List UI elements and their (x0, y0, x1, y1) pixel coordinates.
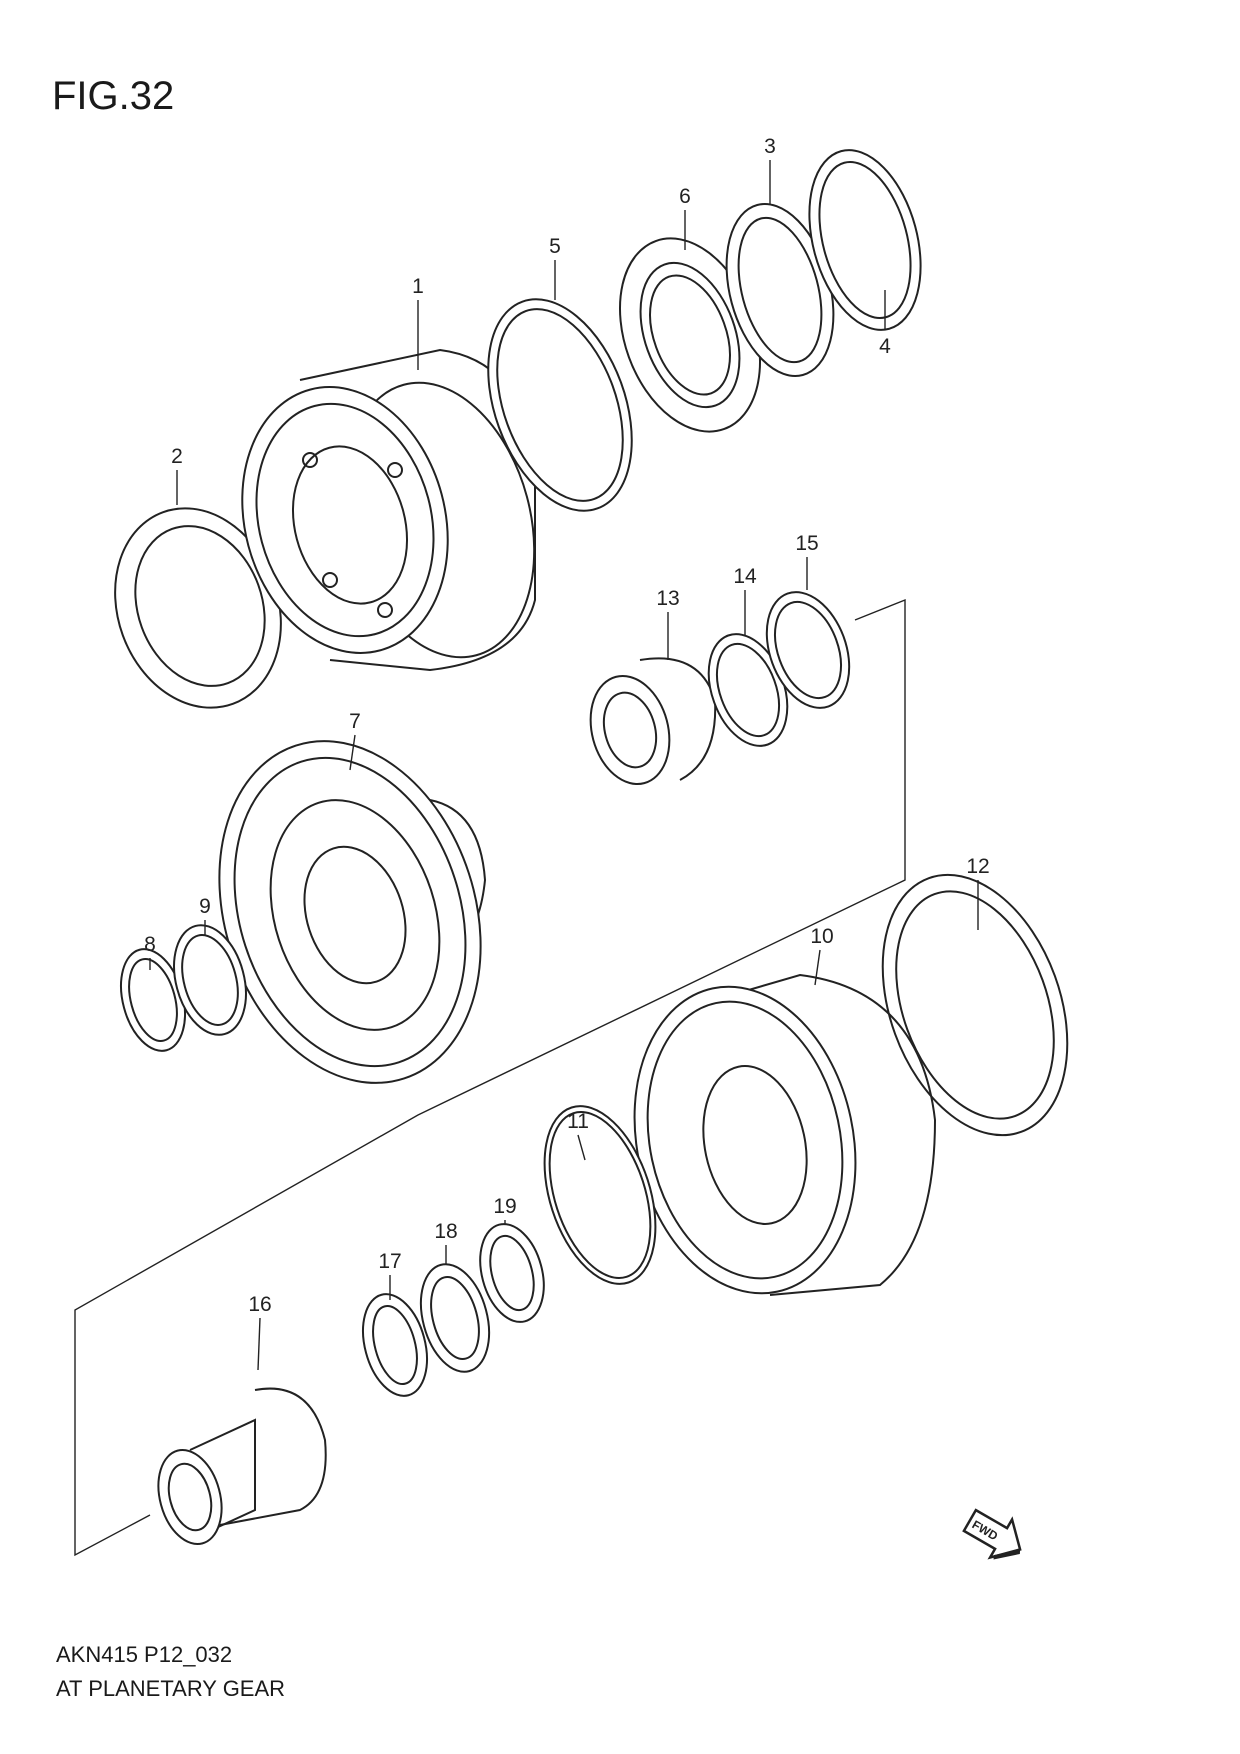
callout-10: 10 (810, 925, 833, 948)
callout-19: 19 (493, 1195, 516, 1218)
callout-3: 3 (764, 135, 776, 158)
part-15-washer (765, 591, 851, 709)
figure-title: FIG.32 (52, 74, 175, 118)
callout-12: 12 (966, 855, 989, 878)
callout-8: 8 (144, 933, 156, 956)
part-12-plate (881, 873, 1069, 1137)
part-18-bearing (419, 1263, 491, 1373)
callout-15: 15 (795, 532, 818, 555)
part-14-washer (707, 633, 789, 747)
callout-7: 7 (349, 710, 361, 733)
group-frame (74, 598, 906, 1557)
callout-13: 13 (656, 587, 679, 610)
leader-lines (149, 160, 979, 1371)
callout-4: 4 (879, 335, 891, 358)
callout-11: 11 (567, 1110, 589, 1133)
callout-17: 17 (378, 1250, 401, 1273)
document-code: AKN415 P12_032 (56, 1642, 233, 1667)
part-5-ring (487, 298, 633, 512)
part-17-washer (362, 1293, 428, 1397)
part-13-sun-gear (589, 657, 717, 786)
callout-6: 6 (679, 185, 691, 208)
part-4-washer (808, 149, 922, 331)
part-8-washer (120, 948, 186, 1052)
part-16-shaft (157, 1387, 327, 1546)
part-9-washer (173, 924, 247, 1036)
part-19-washer (479, 1223, 545, 1323)
callout-5: 5 (549, 235, 561, 258)
callout-18: 18 (434, 1220, 457, 1243)
fwd-arrow-icon: FWD (962, 1508, 1022, 1560)
callout-numbers: 1 2 3 4 5 6 7 8 9 10 11 12 13 14 15 16 1… (144, 135, 990, 1316)
callout-9: 9 (199, 895, 211, 918)
callout-16: 16 (248, 1293, 271, 1316)
callout-1: 1 (412, 275, 424, 298)
part-2-washer (114, 507, 282, 709)
part-1-carrier (241, 348, 536, 672)
callout-14: 14 (733, 565, 757, 588)
callout-2: 2 (171, 445, 183, 468)
part-11-ring (543, 1105, 657, 1285)
part-10-planetary-carrier (633, 973, 937, 1296)
document-name: AT PLANETARY GEAR (56, 1676, 286, 1701)
